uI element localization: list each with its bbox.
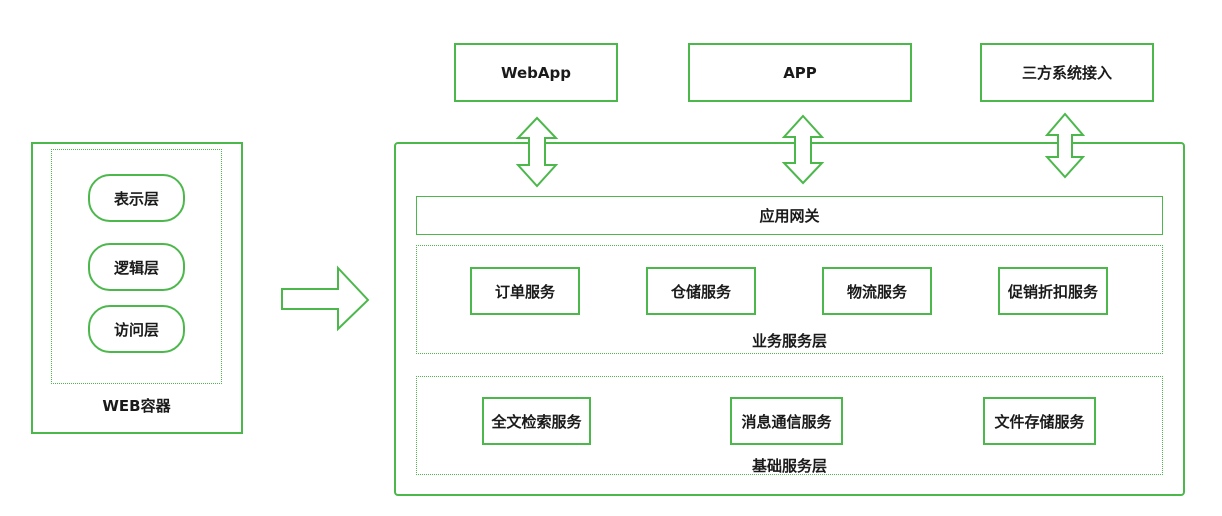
client-app: APP <box>688 43 912 102</box>
business-layer-title: 业务服务层 <box>751 332 827 350</box>
layer-access: 访问层 <box>88 305 185 353</box>
layer-logic: 逻辑层 <box>88 243 185 291</box>
double-arrow-icon-app <box>781 114 825 185</box>
web-container-title: WEB容器 <box>102 397 171 415</box>
double-arrow-icon-third-party <box>1044 112 1086 179</box>
service-file-storage: 文件存储服务 <box>983 397 1096 445</box>
client-third-party: 三方系统接入 <box>980 43 1154 102</box>
platform-container <box>394 142 1185 496</box>
app-gateway: 应用网关 <box>416 196 1163 235</box>
service-messaging: 消息通信服务 <box>730 397 843 445</box>
service-fulltext-search: 全文检索服务 <box>482 397 591 445</box>
service-order: 订单服务 <box>470 267 580 315</box>
web-container <box>31 142 243 434</box>
base-layer <box>416 376 1163 475</box>
layer-presentation: 表示层 <box>88 174 185 222</box>
client-webapp: WebApp <box>454 43 618 102</box>
double-arrow-icon-webapp <box>515 116 559 188</box>
service-logistics: 物流服务 <box>822 267 932 315</box>
business-layer <box>416 245 1163 354</box>
base-layer-title: 基础服务层 <box>751 457 827 475</box>
web-container-inner <box>51 149 222 384</box>
service-warehouse: 仓储服务 <box>646 267 756 315</box>
right-arrow-icon <box>281 265 370 332</box>
service-promotion: 促销折扣服务 <box>998 267 1108 315</box>
